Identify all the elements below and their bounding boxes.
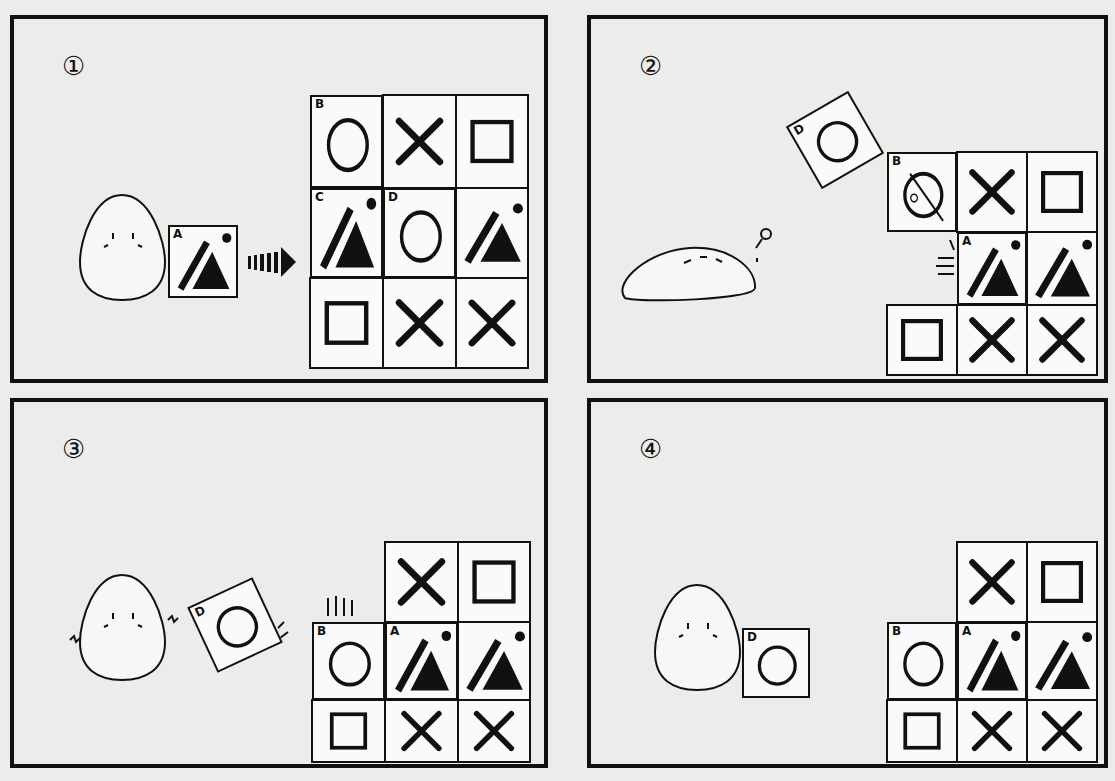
grid-cells [887, 152, 1097, 375]
egg-character [80, 195, 165, 300]
tile-letter: D [747, 631, 757, 643]
tile-letter: A [390, 625, 399, 637]
tile-letter: B [317, 625, 326, 637]
panel-number: ② [639, 53, 662, 79]
block-tile: D [187, 577, 283, 673]
egg-character [655, 585, 740, 690]
block-tile: D [742, 628, 810, 698]
grid-cells [887, 542, 1097, 762]
tile-symbol [190, 580, 280, 670]
block-tile: D [786, 91, 884, 189]
block-tile: B [887, 622, 957, 700]
tile-letter: D [388, 191, 398, 203]
tile-letter: B [892, 155, 901, 167]
block-tile: A [957, 622, 1027, 700]
egg-character [70, 575, 178, 680]
tile-letter: A [962, 625, 971, 637]
tile-letter: C [315, 191, 324, 203]
tile-letter: B [892, 625, 901, 637]
panel-number: ③ [62, 436, 85, 462]
speed-lines [936, 240, 954, 274]
tile-symbol [789, 94, 882, 187]
comic-panel: ① A B C D [10, 15, 548, 383]
push-arrow [248, 247, 296, 277]
block-tile: B [887, 152, 957, 232]
tile-letter: A [173, 228, 182, 240]
block-tile: A [168, 225, 238, 298]
block-tile: B [312, 622, 385, 700]
block-tile: D [383, 188, 456, 278]
tile-symbol [312, 97, 381, 186]
squashed-egg [622, 229, 771, 300]
grid-cells [310, 95, 528, 368]
tile-letter: D [792, 122, 807, 137]
comic-panel: ③ D B A [10, 398, 548, 768]
block-tile: A [957, 232, 1027, 305]
tile-letter: A [962, 235, 971, 247]
block-tile: A [385, 622, 458, 700]
comic-panel: ④ D B A [587, 398, 1108, 768]
block-tile: C [310, 188, 383, 278]
panel-number: ④ [639, 436, 662, 462]
tile-letter: B [315, 98, 324, 110]
block-tile: B [310, 95, 383, 188]
grid-cells [312, 542, 530, 762]
tile-letter: D [193, 604, 207, 619]
comic-panel: ② D B A [587, 15, 1108, 383]
panel-number: ① [62, 53, 85, 79]
